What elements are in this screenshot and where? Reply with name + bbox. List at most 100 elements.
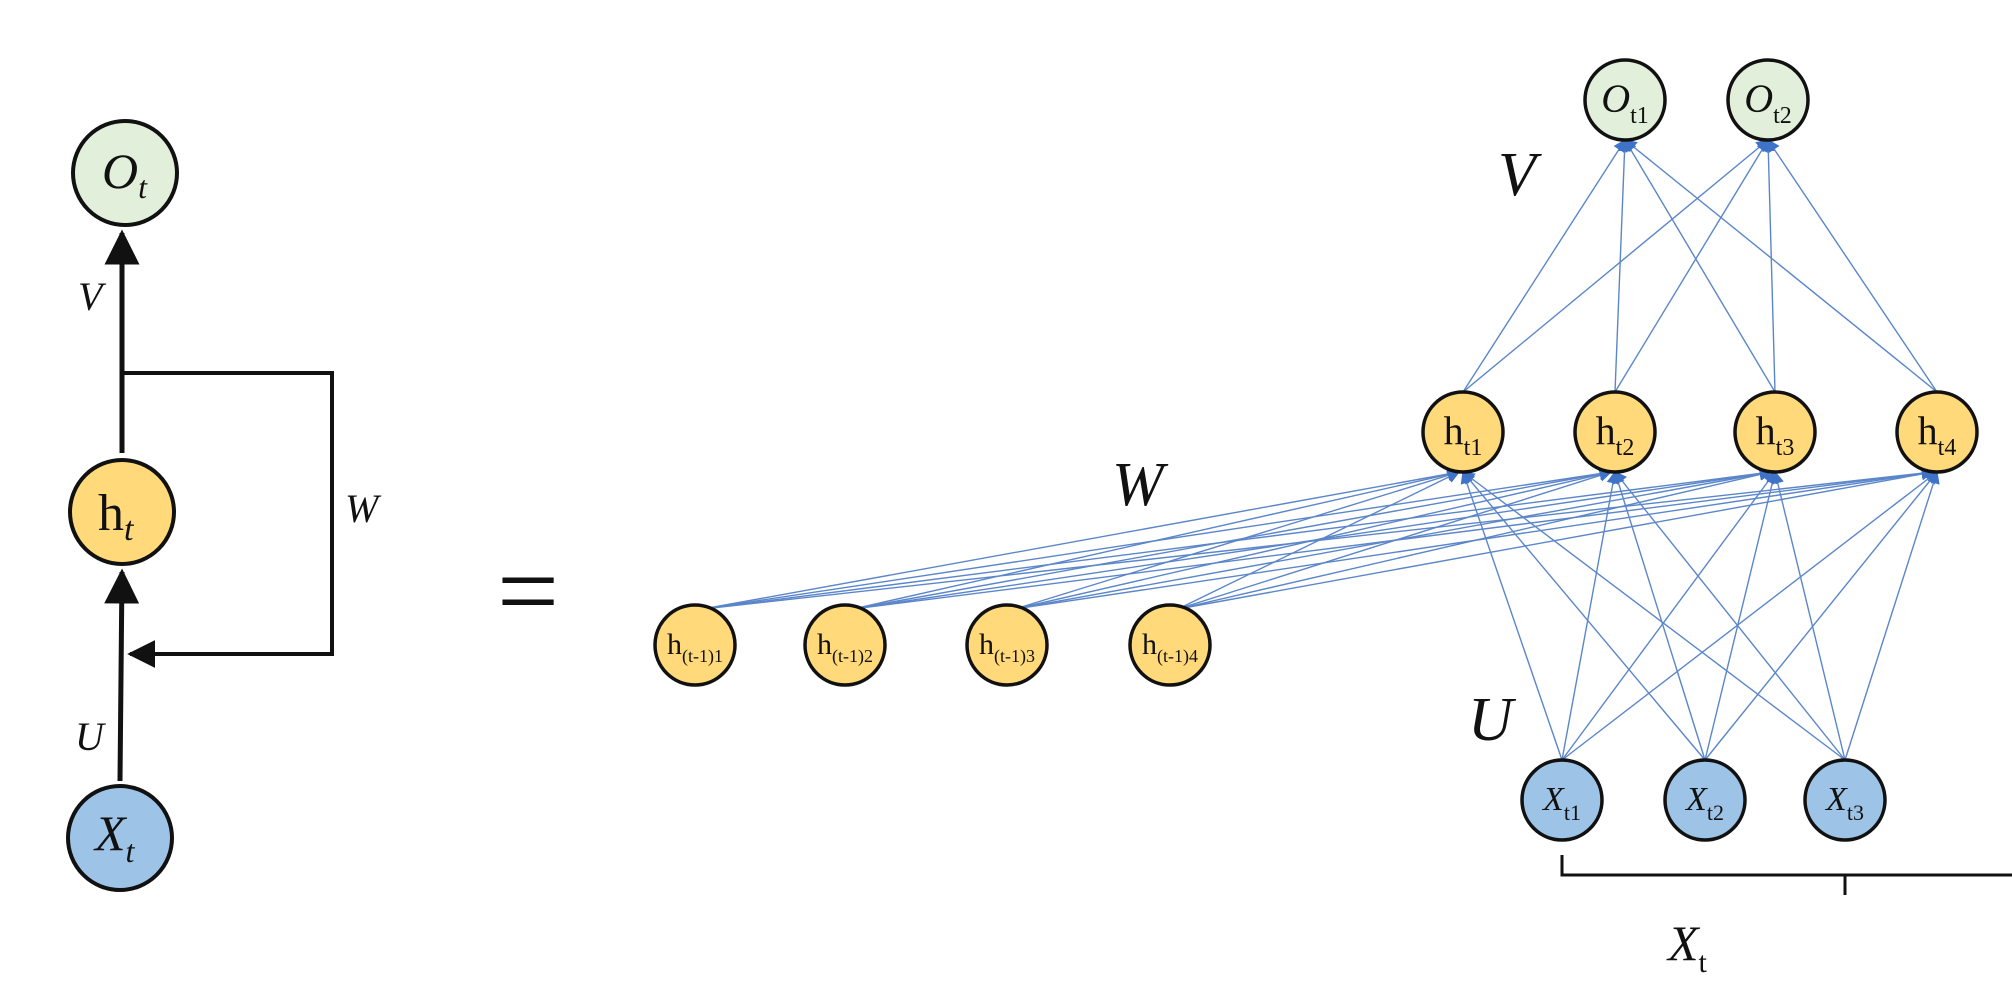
unfolded-label-u: U <box>1468 686 1517 754</box>
folded-hidden-sub: t <box>124 511 135 548</box>
folded-input-node: Xt <box>66 784 174 892</box>
svg-text:Ot2: Ot2 <box>1744 76 1792 129</box>
svg-text:Xt: Xt <box>1666 915 1708 979</box>
output-node-2: Ot2 <box>1726 58 1810 142</box>
hidden-node-1: ht1 <box>1421 390 1505 474</box>
edge-u-x3-h1 <box>1461 471 1846 761</box>
edge-v-h4-o2 <box>1767 138 1938 393</box>
hidden-node-4: ht4 <box>1895 390 1979 474</box>
prev-hidden-node-1-main: h <box>667 628 682 661</box>
svg-text:Xt2: Xt2 <box>1684 781 1724 825</box>
edge-w-p4-h4 <box>1177 467 1935 610</box>
edge-u-x1-h3 <box>1561 470 1776 761</box>
edge-w-p2-h1 <box>852 468 1461 610</box>
edge-u-x3-h4 <box>1844 470 1940 761</box>
unfolded-label-v: V <box>1498 141 1542 209</box>
input-node-3-main: X <box>1824 781 1848 818</box>
edge-w-p1-h1 <box>702 467 1461 610</box>
folded-label-w: W <box>345 486 382 531</box>
brace-label-main: X <box>1666 915 1701 971</box>
edge-w-p4-h2 <box>1177 469 1613 610</box>
svg-text:h(t-1)2: h(t-1)2 <box>817 628 873 667</box>
folded-output-sub: t <box>138 169 148 205</box>
edge-v-h3-o1 <box>1624 138 1776 393</box>
folded-input-sub: t <box>126 833 136 869</box>
svg-text:Xt1: Xt1 <box>1541 781 1581 825</box>
svg-text:Ot1: Ot1 <box>1601 76 1649 129</box>
prev-hidden-node-2: h(t-1)2 <box>803 603 887 687</box>
svg-text:Xt: Xt <box>93 805 136 869</box>
prev-hidden-node-2-main: h <box>817 628 832 661</box>
hidden-node-3-sub: t3 <box>1776 435 1795 461</box>
svg-text:ht4: ht4 <box>1918 408 1957 461</box>
edge-u-x2-h3 <box>1704 470 1779 761</box>
hidden-node-3-main: h <box>1756 408 1776 453</box>
input-node-3: Xt3 <box>1803 758 1887 842</box>
hidden-node-2-main: h <box>1596 408 1616 453</box>
hidden-node-4-sub: t4 <box>1938 435 1957 461</box>
edge-u-x3-h3 <box>1771 470 1846 761</box>
prev-hidden-node-1: h(t-1)1 <box>653 603 737 687</box>
svg-text:ht1: ht1 <box>1444 408 1483 461</box>
prev-hidden-node-3-sub: (t-1)3 <box>994 646 1035 667</box>
svg-text:ht3: ht3 <box>1756 408 1795 461</box>
folded-output-node: Ot <box>71 119 179 227</box>
prev-hidden-node-2-sub: (t-1)2 <box>832 646 873 667</box>
folded-input-main: X <box>93 805 128 861</box>
equals-sign: = <box>497 530 559 652</box>
edge-u-x1-h2 <box>1561 470 1620 761</box>
recurrent-loop <box>122 371 334 668</box>
brace-label-sub: t <box>1699 946 1708 979</box>
prev-hidden-node-4-main: h <box>1142 628 1157 661</box>
folded-hidden-node: ht <box>68 458 176 566</box>
edge-v-h4-o1 <box>1624 139 1938 393</box>
edge-w-p4-h1 <box>1177 471 1461 610</box>
edge-u-x2-h2 <box>1612 470 1706 761</box>
edge-w-p2-h2 <box>852 467 1613 610</box>
prev-hidden-node-4: h(t-1)4 <box>1128 603 1212 687</box>
input-node-2-sub: t2 <box>1707 800 1724 825</box>
svg-text:h(t-1)3: h(t-1)3 <box>979 628 1035 667</box>
hidden-node-2: ht2 <box>1573 390 1657 474</box>
edge-u-x3-h2 <box>1614 471 1846 761</box>
edge-v-h2-o1 <box>1614 138 1631 393</box>
folded-hidden-main: h <box>98 485 124 542</box>
prev-hidden-node-1-sub: (t-1)1 <box>682 646 723 667</box>
folded-label-v: V <box>78 274 107 319</box>
hidden-node-4-main: h <box>1918 408 1938 453</box>
hidden-node-2-sub: t2 <box>1616 435 1635 461</box>
edge-input-to-hidden <box>104 568 140 782</box>
prev-hidden-node-3-main: h <box>979 628 994 661</box>
input-node-1-sub: t1 <box>1564 800 1581 825</box>
output-node-2-main: O <box>1744 76 1773 121</box>
edge-w-p4-h3 <box>1177 468 1773 610</box>
output-node-1-sub: t1 <box>1630 103 1649 129</box>
input-node-3-sub: t3 <box>1847 800 1864 825</box>
edge-u-x1-h4 <box>1561 471 1938 761</box>
output-node-1-main: O <box>1601 76 1630 121</box>
hidden-node-1-main: h <box>1444 408 1464 453</box>
input-node-1-main: X <box>1541 781 1565 818</box>
svg-text:ht: ht <box>98 485 135 548</box>
input-node-2: Xt2 <box>1663 758 1747 842</box>
edge-v-h2-o2 <box>1614 138 1769 393</box>
folded-label-u: U <box>75 714 107 759</box>
input-node-2-main: X <box>1684 781 1708 818</box>
edge-u-x1-h1 <box>1460 470 1563 761</box>
prev-hidden-node-3: h(t-1)3 <box>965 603 1049 687</box>
folded-rnn: Ot ht Xt V W U <box>66 119 382 892</box>
hidden-node-1-sub: t1 <box>1464 435 1483 461</box>
hidden-node-3: ht3 <box>1733 390 1817 474</box>
output-node-1: Ot1 <box>1583 58 1667 142</box>
svg-text:ht2: ht2 <box>1596 408 1635 461</box>
svg-text:h(t-1)4: h(t-1)4 <box>1142 628 1198 667</box>
edge-u-x2-h4 <box>1704 471 1938 761</box>
edge-v-h1-o1 <box>1462 138 1626 393</box>
unfolded-edges <box>702 138 1940 761</box>
svg-text:Ot: Ot <box>102 143 148 205</box>
input-brace <box>1560 855 2012 895</box>
svg-text:Xt3: Xt3 <box>1824 781 1864 825</box>
edge-w-p3-h2 <box>1014 468 1613 610</box>
